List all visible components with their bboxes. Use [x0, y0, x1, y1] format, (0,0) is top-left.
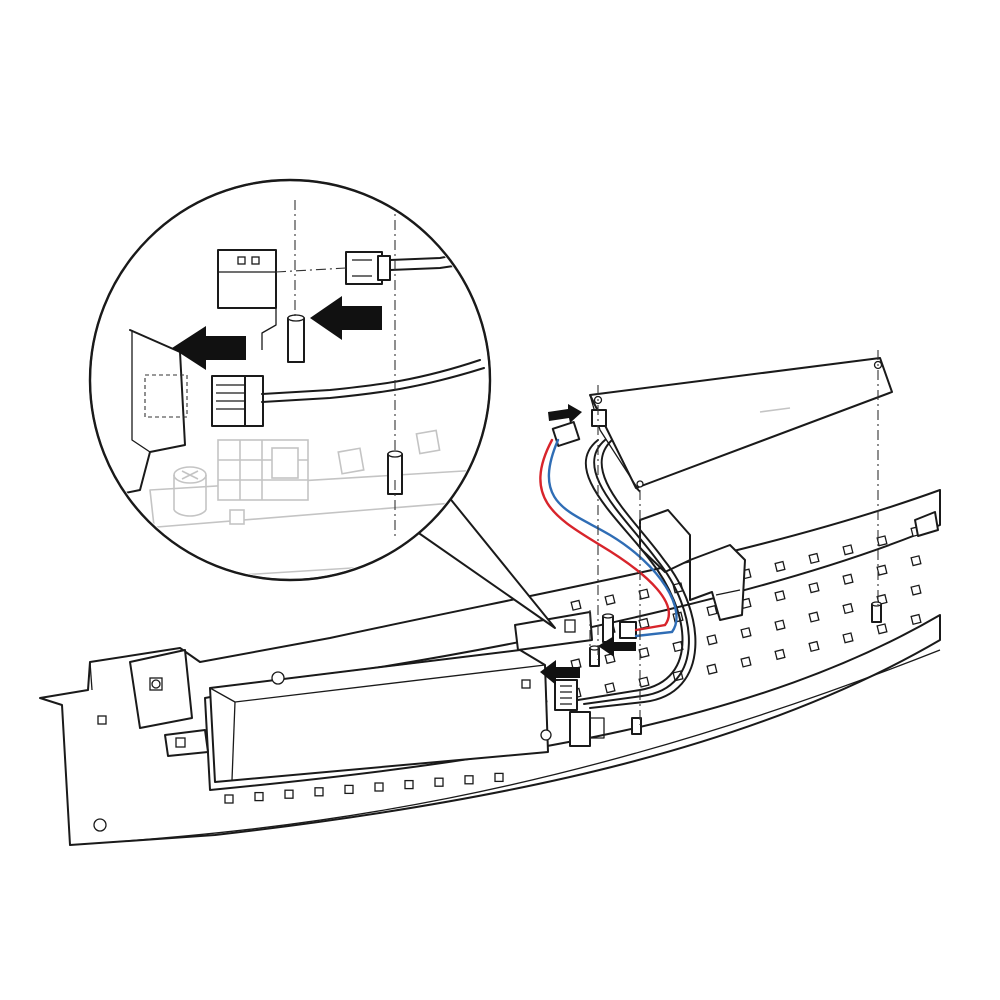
- plate-hole: [842, 544, 854, 556]
- red-wire: [539, 438, 671, 632]
- plate-hole: [706, 663, 718, 675]
- zoom-detail: [92, 200, 488, 578]
- arrow-left-icon: [310, 296, 382, 340]
- magnifier-callout: [89, 179, 556, 629]
- plate-hole: [638, 617, 650, 630]
- plate-hole: [638, 676, 650, 688]
- plate-hole: [604, 682, 616, 694]
- plate-hole: [740, 627, 752, 639]
- plate-hole: [434, 777, 444, 787]
- plate-hole: [910, 584, 922, 596]
- plate-hole: [706, 604, 718, 617]
- plate-hole: [314, 787, 324, 797]
- arrow-right-icon: [548, 404, 582, 423]
- arrow-left-icon: [172, 326, 246, 370]
- plate-hole: [224, 794, 234, 804]
- plate-hole: [910, 555, 922, 567]
- plate-hole: [774, 648, 786, 661]
- top-board: [589, 357, 893, 493]
- right-bracket: [639, 509, 939, 621]
- plate-hole: [404, 779, 414, 790]
- plate-hole: [910, 613, 922, 626]
- plate-hole: [706, 634, 718, 646]
- plate-hole: [808, 552, 820, 565]
- plate-hole: [774, 619, 786, 631]
- top-board-connector: [551, 409, 607, 447]
- ribbon-cable: [577, 439, 697, 709]
- plate-hole: [808, 611, 820, 623]
- plate-hole: [876, 535, 888, 547]
- arrow-left-icon: [598, 636, 636, 657]
- standoff-icon: [287, 314, 403, 495]
- connector-icon: [551, 421, 581, 447]
- small-board: [514, 611, 637, 651]
- plate-hole: [740, 656, 752, 668]
- board-socket: [211, 375, 264, 427]
- plate-hole: [774, 560, 786, 573]
- plate-hole: [604, 594, 616, 606]
- plate-hole: [876, 564, 888, 576]
- plate-hole: [464, 775, 474, 785]
- plate-hole: [842, 602, 854, 615]
- plate-hole: [284, 789, 294, 799]
- faded-component: [217, 439, 309, 501]
- plate-hole: [494, 772, 504, 783]
- alignment-lines: [589, 350, 879, 725]
- capacitor-icon: [173, 466, 207, 517]
- driver-connector: [554, 679, 605, 747]
- connector-icon: [554, 679, 578, 711]
- plate-hole: [344, 784, 354, 795]
- plate-hole: [876, 623, 888, 635]
- plate-hole: [638, 588, 650, 600]
- magnifier-ring: [88, 178, 492, 582]
- standoffs: [589, 601, 882, 735]
- driver-box: [209, 649, 552, 783]
- arrow-left-icon: [540, 660, 580, 685]
- plate-hole: [638, 647, 650, 659]
- connector-icon: [619, 621, 637, 639]
- plate-hole: [254, 791, 264, 802]
- plate-hole: [374, 782, 384, 792]
- plate-hole: [774, 590, 786, 602]
- blue-wire: [547, 438, 678, 638]
- plate-hole: [808, 640, 820, 653]
- screw-icon: [93, 818, 107, 832]
- left-bracket: [93, 649, 209, 832]
- plate-hole: [604, 652, 616, 665]
- plate-hole: [842, 632, 854, 644]
- plate-hole: [570, 599, 582, 611]
- plate-hole: [842, 573, 854, 585]
- plate-hole: [808, 582, 820, 594]
- connector-icon: [345, 251, 383, 285]
- cable-connector: [345, 251, 391, 285]
- top-socket: [217, 249, 277, 350]
